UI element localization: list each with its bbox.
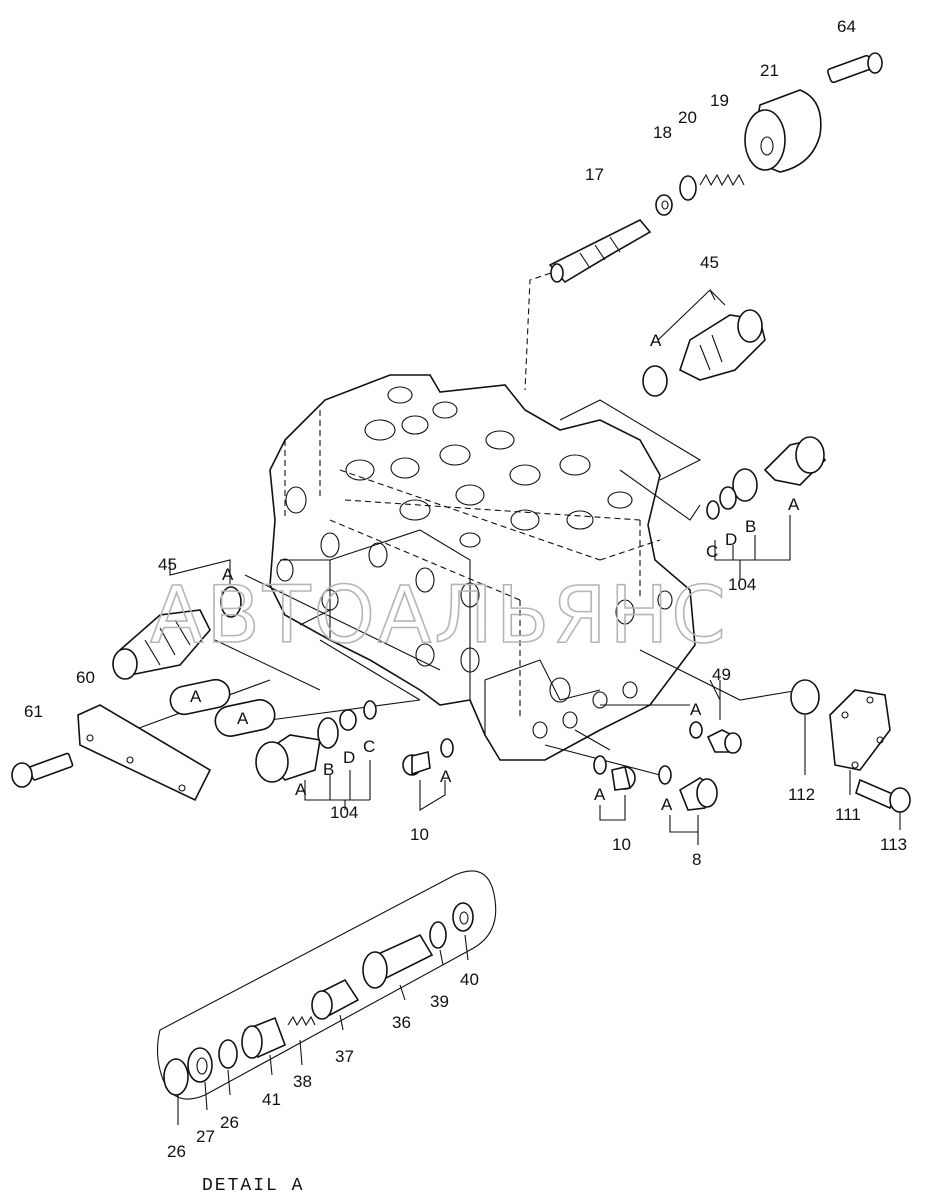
ring-c-left	[363, 700, 377, 720]
detail-a-title: DETAIL A	[202, 1176, 304, 1196]
label-10a: 10	[410, 825, 429, 844]
label-10b: 10	[612, 835, 631, 854]
label-61: 61	[24, 702, 43, 721]
oring-a-10a	[440, 738, 454, 758]
label-45-left: 45	[158, 555, 177, 574]
label-a-10b: A	[594, 785, 606, 804]
detail-a-frame	[156, 870, 497, 1100]
spring-19	[699, 173, 745, 187]
plug-10b	[611, 766, 636, 791]
label-detail-41: 41	[262, 1090, 281, 1109]
relief-valve-45-left	[112, 609, 211, 680]
label-a-left-plug: A	[295, 780, 307, 799]
label-8: 8	[692, 850, 701, 869]
plug-a-left	[255, 734, 321, 783]
seal-18	[655, 194, 673, 216]
detail-cap-a-1	[169, 678, 231, 716]
label-b-right: B	[745, 517, 756, 536]
label-detail-40: 40	[460, 970, 479, 989]
label-detail-27: 27	[196, 1127, 215, 1146]
label-a-45-left: A	[222, 565, 234, 584]
detail-a-parts	[163, 902, 474, 1096]
label-detail-36: 36	[392, 1013, 411, 1032]
label-detail-26a: 26	[167, 1142, 186, 1161]
label-detail-38: 38	[293, 1072, 312, 1091]
watermark-text: АВТОАЛЬЯНС	[150, 571, 729, 661]
relief-valve-45-top	[679, 309, 766, 381]
valve-body	[269, 374, 696, 761]
cap-21	[744, 89, 822, 173]
label-a-8: A	[661, 795, 673, 814]
bracket-60	[77, 704, 212, 802]
plug-10a	[402, 751, 431, 776]
bolt-64	[826, 52, 883, 84]
plug-a-right	[763, 436, 827, 486]
label-c-left: C	[363, 737, 375, 756]
oring-b-right	[732, 468, 758, 502]
ring-d-right	[719, 486, 737, 510]
label-detail-26b: 26	[220, 1113, 239, 1132]
label-a-cap-1: A	[190, 687, 202, 706]
part-labels: 64 21 19 20 18 17 45 A A B D C 104 45 A …	[24, 17, 907, 1196]
label-113: 113	[880, 835, 907, 854]
plug-49	[706, 729, 742, 754]
label-a-right: A	[788, 495, 800, 514]
cover-111	[829, 689, 891, 771]
label-21: 21	[760, 61, 779, 80]
spool-17	[548, 219, 652, 284]
label-64: 64	[837, 17, 856, 36]
label-a-49: A	[690, 700, 702, 719]
label-a-cap-2: A	[237, 709, 249, 728]
guide-lines	[119, 269, 801, 776]
label-detail-37: 37	[335, 1047, 354, 1066]
body-top-holes	[345, 386, 633, 548]
oring-a-8	[658, 765, 672, 785]
bolt-61	[11, 752, 74, 788]
label-detail-39: 39	[430, 992, 449, 1011]
label-c-right: C	[706, 542, 718, 561]
label-a-45-top: A	[650, 331, 662, 350]
label-17: 17	[585, 165, 604, 184]
plug-8	[679, 777, 718, 811]
label-104-right: 104	[728, 575, 756, 594]
label-104-left: 104	[330, 803, 358, 822]
label-a-10a: A	[440, 767, 452, 786]
detail-cap-a-2	[214, 699, 276, 737]
oring-a-49	[689, 721, 703, 739]
label-19: 19	[710, 91, 729, 110]
oring-112	[790, 679, 820, 715]
label-112: 112	[788, 785, 815, 804]
label-d-right: D	[725, 530, 737, 549]
ring-20	[679, 175, 697, 201]
oring-a-left	[220, 586, 242, 618]
label-b-left: B	[323, 760, 334, 779]
label-111: 111	[835, 805, 861, 824]
oring-a-10b	[593, 755, 607, 775]
label-49: 49	[712, 665, 731, 684]
ring-d-left	[339, 709, 357, 731]
label-d-left: D	[343, 748, 355, 767]
ring-c-right	[706, 500, 720, 520]
label-45-top: 45	[700, 253, 719, 272]
label-20: 20	[678, 108, 697, 127]
label-18: 18	[653, 123, 672, 142]
label-60: 60	[76, 668, 95, 687]
bolt-113	[855, 778, 911, 813]
oring-a-top	[642, 365, 668, 397]
oring-b-left	[317, 717, 339, 749]
